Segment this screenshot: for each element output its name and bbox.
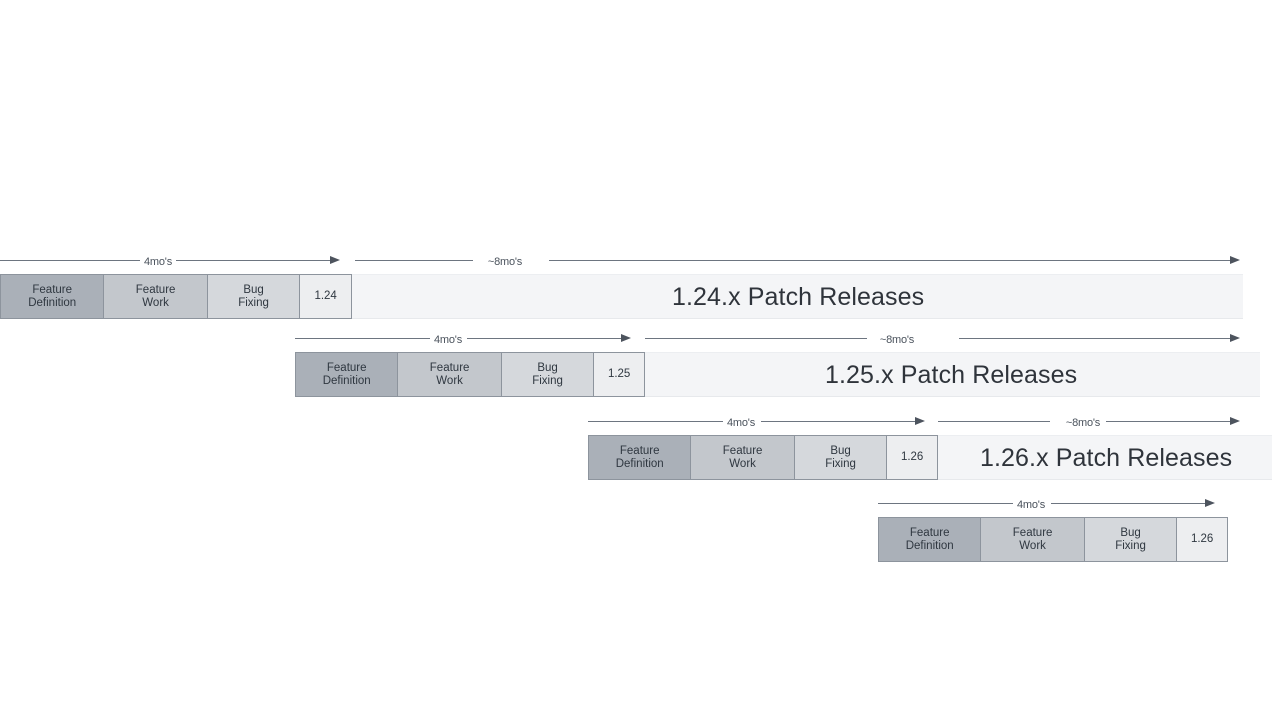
patch-release-label: 1.25.x Patch Releases (825, 360, 1078, 389)
ruler-line-right (549, 260, 1231, 261)
phase-bug-fixing: Bug Fixing (1084, 518, 1178, 561)
dev-duration-label: 4mo's (144, 256, 172, 268)
dev-duration-label: 4mo's (1017, 499, 1045, 511)
patch-duration-ruler-1-24: ~8mo's (355, 250, 1240, 272)
ruler-line-left (938, 421, 1050, 422)
phase-bar-1-25: Feature Definition Feature Work Bug Fixi… (295, 352, 645, 397)
dev-duration-label: 4mo's (727, 417, 755, 429)
dev-duration-ruler-next: 4mo's (878, 493, 1215, 515)
phase-feature-work: Feature Work (398, 353, 502, 396)
phase-feature-definition: Feature Definition (296, 353, 399, 396)
patch-duration-ruler-1-25: ~8mo's (645, 328, 1240, 350)
ruler-line-left (878, 503, 1013, 504)
phase-bar-1-24: Feature Definition Feature Work Bug Fixi… (0, 274, 352, 319)
ruler-line-left (645, 338, 867, 339)
release-row-1-26: 4mo's ~8mo's 1.26.x Patch Releases Featu… (0, 411, 1280, 486)
phase-feature-definition: Feature Definition (1, 275, 105, 318)
patch-duration-label: ~8mo's (879, 334, 915, 346)
phase-bug-fixing: Bug Fixing (207, 275, 301, 318)
dev-duration-ruler-1-24: 4mo's (0, 250, 340, 272)
phase-bug-fixing: Bug Fixing (501, 353, 595, 396)
ruler-line-right (176, 260, 331, 261)
phase-feature-definition: Feature Definition (879, 518, 982, 561)
release-row-next: 4mo's Feature Definition Feature Work Bu… (0, 493, 1280, 568)
phase-version-marker: 1.24 (300, 275, 351, 318)
ruler-line-left (0, 260, 140, 261)
patch-release-label: 1.26.x Patch Releases (980, 443, 1233, 472)
arrow-head-icon (1230, 334, 1240, 342)
patch-duration-label: ~8mo's (487, 256, 523, 268)
ruler-line-right (1106, 421, 1231, 422)
arrow-head-icon (1230, 417, 1240, 425)
ruler-line-left (588, 421, 723, 422)
phase-bar-1-26: Feature Definition Feature Work Bug Fixi… (588, 435, 938, 480)
phase-feature-work: Feature Work (691, 436, 795, 479)
phase-bug-fixing: Bug Fixing (794, 436, 888, 479)
phase-feature-work: Feature Work (981, 518, 1085, 561)
arrow-head-icon (915, 417, 925, 425)
phase-feature-definition: Feature Definition (589, 436, 692, 479)
patch-release-label: 1.24.x Patch Releases (672, 282, 925, 311)
arrow-head-icon (1205, 499, 1215, 507)
ruler-line-right (467, 338, 622, 339)
ruler-line-left (355, 260, 473, 261)
patch-release-band-1-24: 1.24.x Patch Releases (352, 274, 1243, 319)
phase-version-marker: 1.26 (887, 436, 937, 479)
arrow-head-icon (621, 334, 631, 342)
phase-bar-next: Feature Definition Feature Work Bug Fixi… (878, 517, 1228, 562)
patch-release-band-1-26: 1.26.x Patch Releases (938, 435, 1272, 480)
release-row-1-24: 4mo's ~8mo's 1.24.x Patch Releases Featu… (0, 250, 1280, 325)
ruler-line-left (295, 338, 430, 339)
ruler-line-right (1051, 503, 1206, 504)
patch-duration-label: ~8mo's (1065, 417, 1101, 429)
dev-duration-ruler-1-26: 4mo's (588, 411, 925, 433)
arrow-head-icon (1230, 256, 1240, 264)
patch-release-band-1-25: 1.25.x Patch Releases (645, 352, 1260, 397)
ruler-line-right (761, 421, 916, 422)
phase-feature-work: Feature Work (104, 275, 208, 318)
phase-version-marker: 1.25 (594, 353, 644, 396)
dev-duration-label: 4mo's (434, 334, 462, 346)
patch-duration-ruler-1-26: ~8mo's (938, 411, 1240, 433)
release-row-1-25: 4mo's ~8mo's 1.25.x Patch Releases Featu… (0, 328, 1280, 403)
arrow-head-icon (330, 256, 340, 264)
dev-duration-ruler-1-25: 4mo's (295, 328, 631, 350)
ruler-line-right (959, 338, 1231, 339)
phase-version-marker: 1.26 (1177, 518, 1227, 561)
